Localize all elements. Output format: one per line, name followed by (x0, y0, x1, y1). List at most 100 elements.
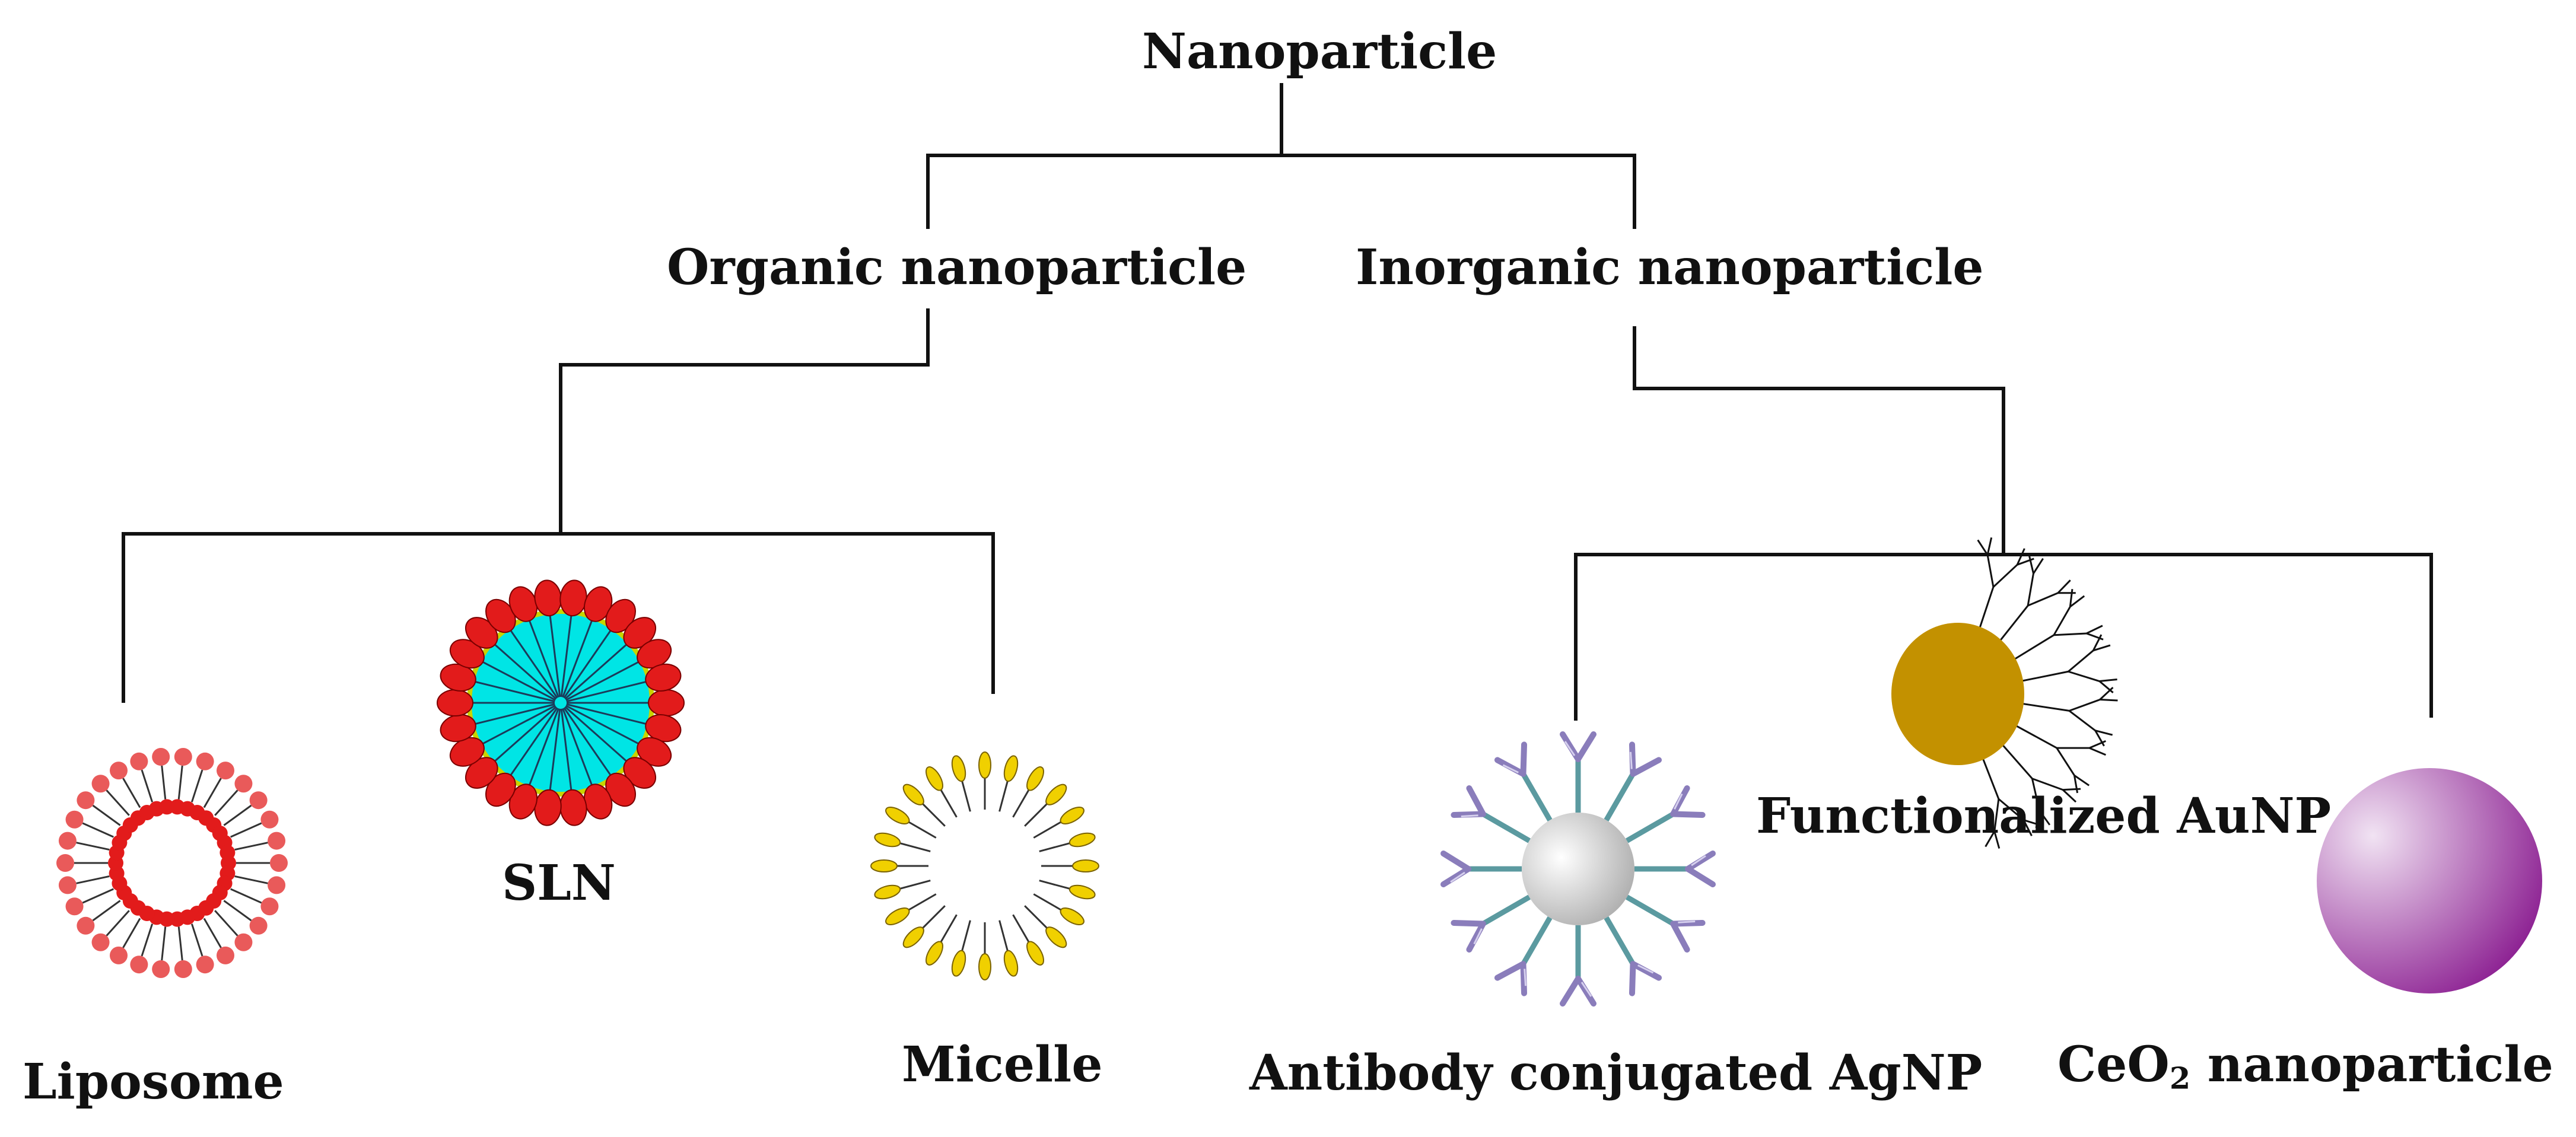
liposome-outer-head (260, 897, 279, 916)
sln-tail (560, 708, 573, 792)
aunp-ligand-twig (2089, 747, 2106, 756)
sln-tail (566, 680, 648, 703)
liposome-outer-head (260, 810, 279, 829)
aunp-ligand-twig (2073, 775, 2079, 794)
aunp-ligand-twig (2073, 775, 2090, 786)
organic-stem (559, 308, 930, 534)
aunp-ligand-stem (2016, 702, 2070, 712)
micelle-tail (1012, 914, 1031, 944)
aunp-ligand-twig (2089, 740, 2106, 749)
liposome-outer-head (152, 960, 170, 979)
liposome-outer-head (58, 832, 77, 850)
ceo2-label-subscript: 2 (2169, 1060, 2191, 1096)
sln-tail (560, 614, 573, 698)
aunp-ligand-stem (2008, 634, 2055, 664)
liposome-tail (141, 769, 154, 802)
aunp-ligand-twig (2016, 548, 2025, 565)
antibody (1560, 731, 1597, 762)
liposome-tail (106, 910, 130, 937)
micelle-head (1060, 907, 1085, 925)
antibody (1494, 741, 1528, 777)
ceo2-sphere (2317, 768, 2542, 993)
micelle-head (1045, 784, 1067, 805)
aunp-ligand-twig (2038, 810, 2051, 826)
antibody-stem (1521, 772, 1553, 821)
liposome-tail (92, 900, 121, 922)
micelle-head (1026, 941, 1044, 966)
agnp-core (1522, 813, 1634, 925)
micelle-head (978, 953, 991, 980)
micelle-label: Micelle (902, 1036, 1103, 1093)
aunp-ligand-twig (2062, 789, 2077, 803)
aunp-ligand-branch (2068, 710, 2096, 731)
aunp-ligand-twig (2023, 819, 2041, 826)
sln-tail (493, 706, 557, 763)
sln-tail (549, 614, 561, 698)
inorganic-stem (1633, 326, 2005, 555)
liposome-tail (76, 842, 110, 851)
liposome-tail (122, 918, 141, 948)
aunp-ligand-branch (2068, 649, 2094, 673)
liposome-tail (190, 769, 203, 802)
aunp-ligand-twig (1985, 830, 1996, 848)
sln-tail (473, 680, 555, 703)
micelle-tail (898, 842, 931, 852)
micelle-head (902, 926, 924, 948)
antibody-arm (1670, 811, 1706, 818)
antibody-highlight (1691, 855, 1706, 867)
micelle-tail (898, 880, 931, 890)
micelle-tail (998, 920, 1009, 953)
antibody-arm (1670, 921, 1690, 953)
micelle-head (1003, 755, 1019, 782)
liposome-tail (177, 765, 183, 800)
liposome-outer-head (91, 933, 110, 951)
sln-shell-head (437, 689, 473, 716)
antibody-highlight (1629, 751, 1633, 769)
antibody-highlight (1674, 793, 1683, 810)
ceo2-graphic (2317, 768, 2542, 993)
antibody-highlight (1580, 982, 1592, 997)
liposome-tail (122, 778, 141, 808)
aunp-ligand-twig (2069, 589, 2073, 607)
aunp-ligand-branch (2069, 699, 2101, 712)
aunp-ligands (1976, 537, 2118, 849)
sln-tail (564, 706, 628, 763)
antibody-arm (1520, 741, 1528, 777)
liposome-outer-head (77, 791, 95, 810)
micelle-head (1045, 926, 1067, 948)
aunp-ligand-twig (2098, 680, 2114, 693)
antibody-stem (1521, 916, 1553, 966)
liposome-outer-head (217, 762, 234, 780)
antibody (1629, 961, 1662, 996)
agnp-graphic (1440, 731, 1716, 1007)
micelle-tail (961, 779, 971, 812)
aunp-ligand-branch (1993, 798, 2000, 832)
sln-tail (481, 660, 556, 701)
inorganic-bracket (1574, 553, 2433, 721)
antibody-arm (1629, 741, 1636, 777)
micelle-tail (961, 920, 971, 953)
antibody-arm (1685, 866, 1716, 887)
aunp-ligand-stem (2015, 670, 2069, 683)
aunp-ligand-twig (2092, 634, 2103, 651)
micelle-head (978, 751, 991, 779)
antibody-arm (1575, 976, 1597, 1007)
antibody-arm (1560, 731, 1581, 762)
liposome-inner-head (220, 845, 236, 861)
micelle-tail (998, 779, 1009, 812)
liposome-outer-head (65, 897, 84, 916)
micelle-head (870, 859, 898, 872)
sln-tail (562, 708, 593, 786)
micelle-tail (939, 914, 958, 944)
antibody-arm (1451, 811, 1486, 818)
aunp-ligand-twig (2099, 686, 2114, 700)
liposome-outer-head (110, 762, 128, 780)
root-label: Nanoparticle (1142, 23, 1497, 80)
liposome-outer-head (58, 876, 77, 894)
aunp-ligand-stem (2009, 721, 2057, 749)
liposome-outer-head (174, 960, 192, 979)
aunp-ligand-twig (2094, 730, 2105, 747)
aunp-ligand-branch (1992, 564, 2018, 588)
